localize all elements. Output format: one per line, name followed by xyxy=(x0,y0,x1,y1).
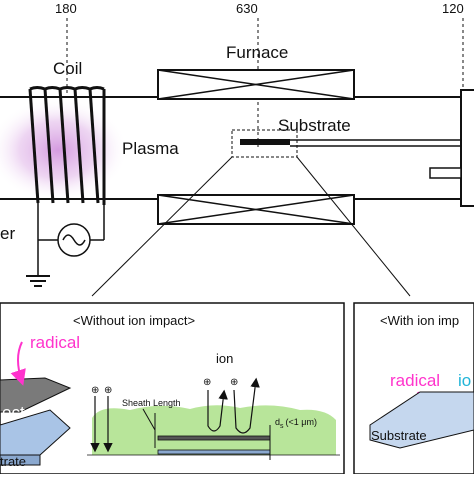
coil-label: Coil xyxy=(53,59,82,78)
radical-label-right: radical xyxy=(390,371,440,390)
zoom-line-left xyxy=(91,156,233,297)
substrate-label-right: Substrate xyxy=(371,428,427,443)
substrate-block xyxy=(240,139,290,145)
scale-tick-180: 180 xyxy=(55,1,77,16)
ds-label: ds(<1 μm) xyxy=(275,417,317,430)
tube-end-flange xyxy=(429,89,474,207)
panel-left-title: <Without ion impact> xyxy=(73,313,195,328)
furnace-label: Furnace xyxy=(226,43,288,62)
ion-plus-1: ⊕ xyxy=(91,385,99,396)
ion-plus-2: ⊕ xyxy=(104,385,112,396)
power-label: er xyxy=(0,224,15,243)
plasma-label: Plasma xyxy=(122,139,179,158)
furnace-top xyxy=(157,69,355,100)
substrate-film-bottom xyxy=(157,449,271,455)
substrate-plate-right xyxy=(369,391,474,449)
substrate-label: Substrate xyxy=(278,116,351,135)
scale-tick-630: 630 xyxy=(236,1,258,16)
sheath-plasma-region xyxy=(92,405,336,455)
substrate-plate-left-edge xyxy=(0,454,41,466)
rf-power-circuit xyxy=(26,203,105,287)
sheath-length-pointer xyxy=(142,408,156,431)
radical-arrow-left xyxy=(10,341,26,386)
sheath-length-label: Sheath Length xyxy=(122,398,181,408)
ion-plus-4: ⊕ xyxy=(230,377,238,388)
substrate-plate-left xyxy=(0,409,71,456)
substrate-film-top xyxy=(157,435,271,441)
zoom-region-box xyxy=(231,129,298,158)
collector-plate xyxy=(0,377,72,413)
furnace-bottom xyxy=(157,194,355,225)
substrate-label-left: trate xyxy=(0,454,26,469)
ion-label-left: ion xyxy=(216,351,233,366)
scale-tick-120: 120 xyxy=(442,1,464,16)
ion-trajectory-1 xyxy=(207,389,228,432)
zoom-line-right xyxy=(296,156,411,297)
panel-right-title: <With ion imp xyxy=(380,313,459,328)
ion-trajectory-2 xyxy=(233,377,260,434)
ion-label-right: io xyxy=(458,371,471,390)
rf-coil xyxy=(28,86,106,205)
ion-plus-3: ⊕ xyxy=(203,377,211,388)
radical-label-left: radical xyxy=(30,333,80,352)
